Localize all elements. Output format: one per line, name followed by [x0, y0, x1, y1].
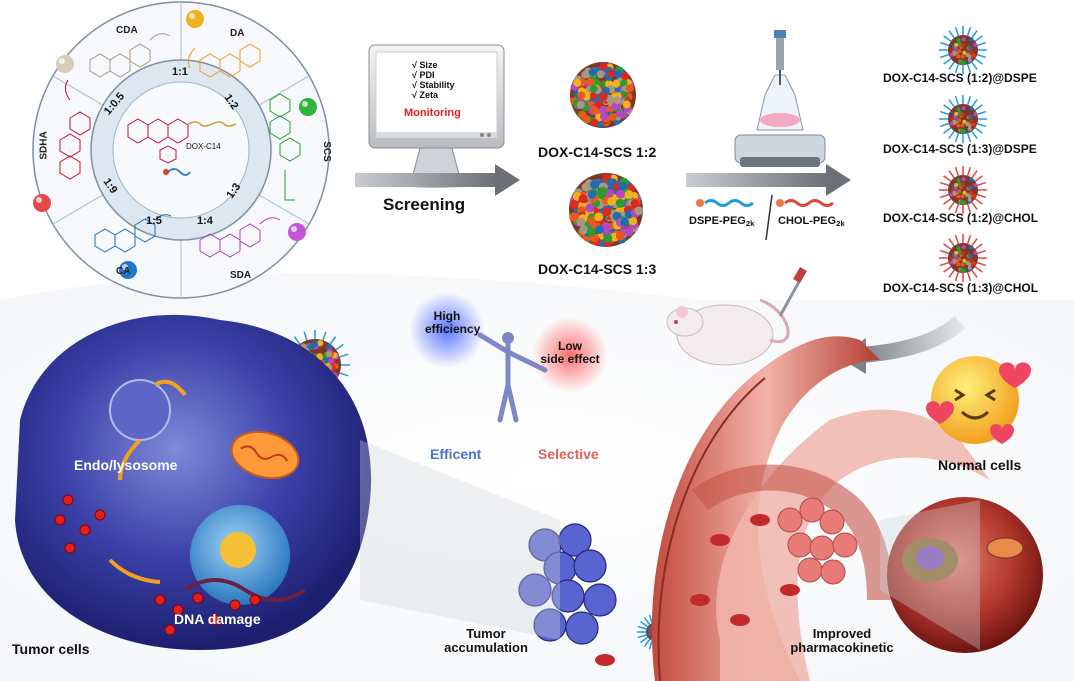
endo-lysosome-label: Endo/lysosome	[74, 457, 178, 473]
nanoparticle-chol-1-2	[939, 166, 987, 214]
monitor-icon	[368, 44, 505, 188]
mixing-arrow	[686, 164, 851, 241]
wheel-label-cda: CDA	[116, 25, 138, 36]
high-text: High	[433, 309, 461, 323]
monitor-checklist: √ Size √ PDI √ Stability √ Zeta	[412, 60, 454, 100]
dspe-peg-text: DSPE-PEG	[689, 215, 746, 227]
normal-cells-label: Normal cells	[938, 457, 1022, 473]
nanoparticle-group	[569, 62, 644, 247]
np-label-1-2: DOX-C14-SCS 1:2	[538, 144, 657, 160]
tumor-cells-label: Tumor cells	[12, 641, 90, 657]
stirrer-icon	[734, 30, 826, 167]
ratio-1-1: 1:1	[172, 66, 188, 78]
dspe-peg-label: DSPE-PEG2k	[689, 215, 754, 228]
wheel-label-da: DA	[230, 28, 245, 39]
efficent-label: Efficent	[430, 446, 482, 462]
formulation-4: DOX-C14-SCS (1:3)@CHOL	[883, 281, 1039, 295]
balance-figure	[409, 292, 608, 423]
check-size: √ Size	[412, 60, 438, 70]
low-text: Low	[558, 339, 582, 353]
formulation-3: DOX-C14-SCS (1:2)@CHOL	[883, 211, 1039, 225]
chol-peg-subscript: 2k	[836, 218, 845, 228]
screening-arrow	[355, 164, 520, 196]
ratio-1-4: 1:4	[197, 215, 213, 227]
screening-label: Screening	[383, 195, 466, 214]
chol-peg-text: CHOL-PEG	[778, 215, 837, 227]
mouse-icon	[666, 266, 807, 366]
nanoparticle-dspe-1-3	[939, 95, 987, 143]
peg-chains	[696, 199, 834, 207]
dspe-peg-subscript: 2k	[745, 218, 755, 228]
tumor-text: Tumor	[466, 626, 506, 641]
blood-vessel	[595, 336, 990, 681]
accumulation-text: accumulation	[444, 640, 528, 656]
nanoparticle-dspe-1-2	[939, 26, 987, 74]
formulation-1: DOX-C14-SCS (1:2)@DSPE	[883, 71, 1037, 85]
tumor-cell	[15, 314, 372, 650]
np-label-1-3: DOX-C14-SCS 1:3	[538, 261, 657, 277]
normal-cell	[887, 497, 1043, 653]
check-zeta: √ Zeta	[412, 90, 438, 100]
wheel-label-sdha: SDHA	[38, 131, 50, 160]
dna-damage-label: DNA damage	[174, 611, 261, 627]
improved-text: Improved	[812, 626, 872, 641]
nanoparticle-1-3	[569, 173, 644, 247]
happy-face-icon	[926, 356, 1031, 444]
selective-label: Selective	[538, 446, 599, 462]
wheel-label-scs: SCS	[320, 141, 332, 162]
check-stability: √ Stability	[412, 80, 455, 90]
side-effect-text: side effect	[540, 352, 600, 367]
wheel-label-ca: CA	[116, 266, 131, 277]
nanoparticle-1-2	[570, 62, 636, 128]
formulation-2: DOX-C14-SCS (1:3)@DSPE	[883, 142, 1037, 156]
efficiency-text: efficiency	[425, 322, 481, 337]
wheel-label-sda: SDA	[230, 270, 252, 281]
dox-c14-label: DOX-C14	[186, 142, 221, 151]
check-pdi: √ PDI	[412, 70, 435, 80]
nanoparticle-chol-1-3	[939, 234, 987, 282]
chol-peg-label: CHOL-PEG2k	[778, 215, 845, 228]
bile-acid-wheel	[32, 1, 330, 299]
pharmacokinetic-text: pharmacokinetic	[790, 640, 894, 656]
monitoring-title: Monitoring	[404, 107, 461, 119]
ratio-1-5: 1:5	[146, 215, 162, 227]
tumor-accumulation-cluster	[518, 523, 617, 645]
